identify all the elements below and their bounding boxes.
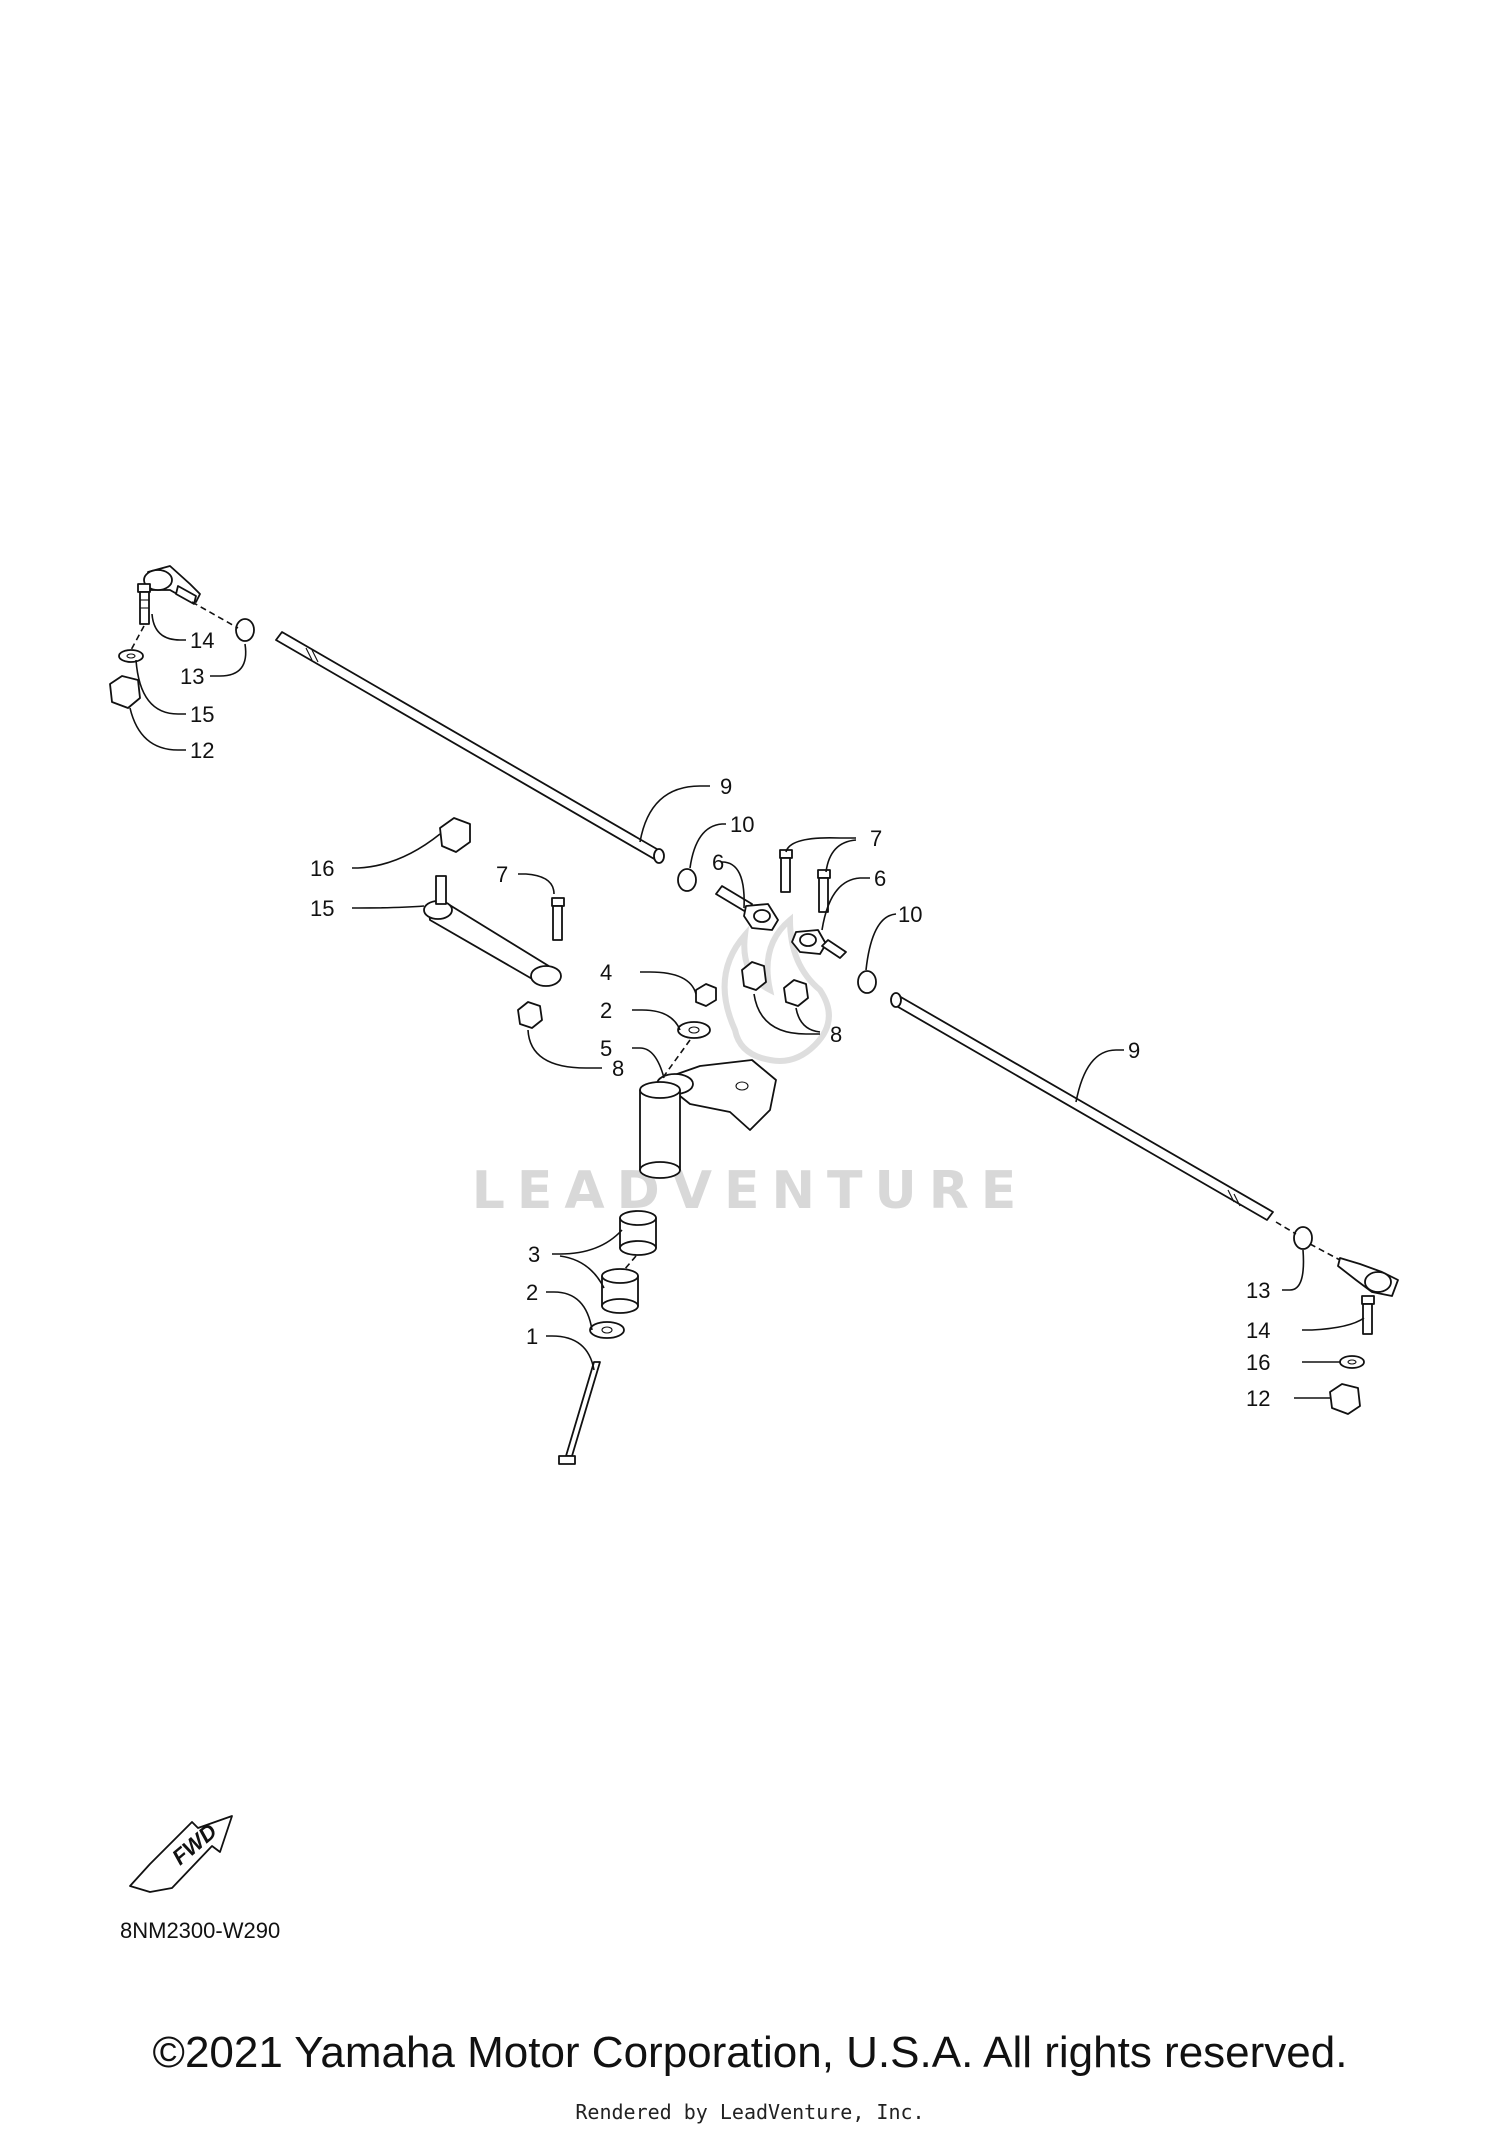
nut-8-arm (517, 1001, 543, 1029)
rendered-by-credit: Rendered by LeadVenture, Inc. (575, 2100, 925, 2124)
callout-15: 15 (310, 896, 334, 921)
callout-6: 6 (712, 850, 724, 875)
copyright-notice: ©2021 Yamaha Motor Corporation, U.S.A. A… (152, 2028, 1348, 2077)
bolt-7-center-left (779, 849, 793, 893)
callout-13: 14 (190, 628, 214, 653)
tie-rod-end-left-upper (143, 565, 201, 605)
relay-arm-15 (423, 900, 562, 987)
callout-10: 10 (730, 812, 754, 837)
tie-rod-end-right-lower (1337, 1257, 1399, 1297)
bolt-13-right (1361, 1295, 1375, 1335)
callout-16: 16 (310, 856, 334, 881)
callout-10: 10 (898, 902, 922, 927)
fwd-arrow-icon: FWD (129, 1815, 233, 1893)
nut-16 (439, 817, 471, 853)
spacer-10-right (857, 970, 877, 994)
nut-11-left (109, 675, 141, 709)
bolt-7-center-right (817, 869, 831, 913)
callout-14: 16 (1246, 1350, 1270, 1375)
callout-9: 9 (1128, 1038, 1140, 1063)
callout-3: 3 (528, 1242, 540, 1267)
callout-11: 12 (190, 738, 214, 763)
watermark-logo: LEADVENTURE (472, 913, 1029, 1221)
bolt-7-arm (551, 897, 565, 941)
tie-rod-upper (275, 631, 665, 864)
callout-12: 13 (180, 664, 204, 689)
washer-2-lower (589, 1321, 625, 1339)
rod-end-6-right (791, 929, 847, 959)
spacer-12-left (235, 618, 255, 642)
spacer-12-right (1293, 1226, 1313, 1250)
tie-rod-lower (890, 992, 1274, 1221)
nut-8-center-right (783, 979, 809, 1007)
callout-13: 14 (1246, 1318, 1270, 1343)
nut-8-center-left (741, 961, 767, 991)
callout-5: 5 (600, 1036, 612, 1061)
bolt-13-left (137, 583, 151, 625)
callout-2: 2 (526, 1280, 538, 1305)
callout-14: 15 (190, 702, 214, 727)
callouts: 14 13 15 12 9 10 6 7 6 10 8 16 (129, 613, 1365, 1411)
callout-6: 6 (874, 866, 886, 891)
bushing-3-lower (601, 1268, 639, 1314)
callout-11: 12 (1246, 1386, 1270, 1411)
spacer-10-left (677, 868, 697, 892)
callout-7: 7 (496, 862, 508, 887)
rod-end-6-left (715, 885, 779, 931)
diagram-code: 8NM2300-W290 (120, 1918, 281, 1943)
callout-7: 7 (870, 826, 882, 851)
watermark-text: LEADVENTURE (472, 1161, 1029, 1221)
callout-12: 13 (1246, 1278, 1270, 1303)
bolt-15-stud (435, 875, 447, 905)
callout-8: 8 (612, 1056, 624, 1081)
callout-8: 8 (830, 1022, 842, 1047)
bolt-1 (558, 1361, 601, 1465)
bracket-5 (639, 1059, 777, 1179)
callout-2: 2 (600, 998, 612, 1023)
nut-11-right (1329, 1383, 1361, 1415)
washer-4 (695, 983, 717, 1007)
callout-4: 4 (600, 960, 612, 985)
callout-1: 1 (526, 1324, 538, 1349)
washer-14-right (1339, 1355, 1365, 1369)
callout-9: 9 (720, 774, 732, 799)
washer-2-upper (677, 1021, 711, 1039)
washer-14-left (118, 649, 144, 663)
bushing-3-upper (619, 1210, 657, 1256)
